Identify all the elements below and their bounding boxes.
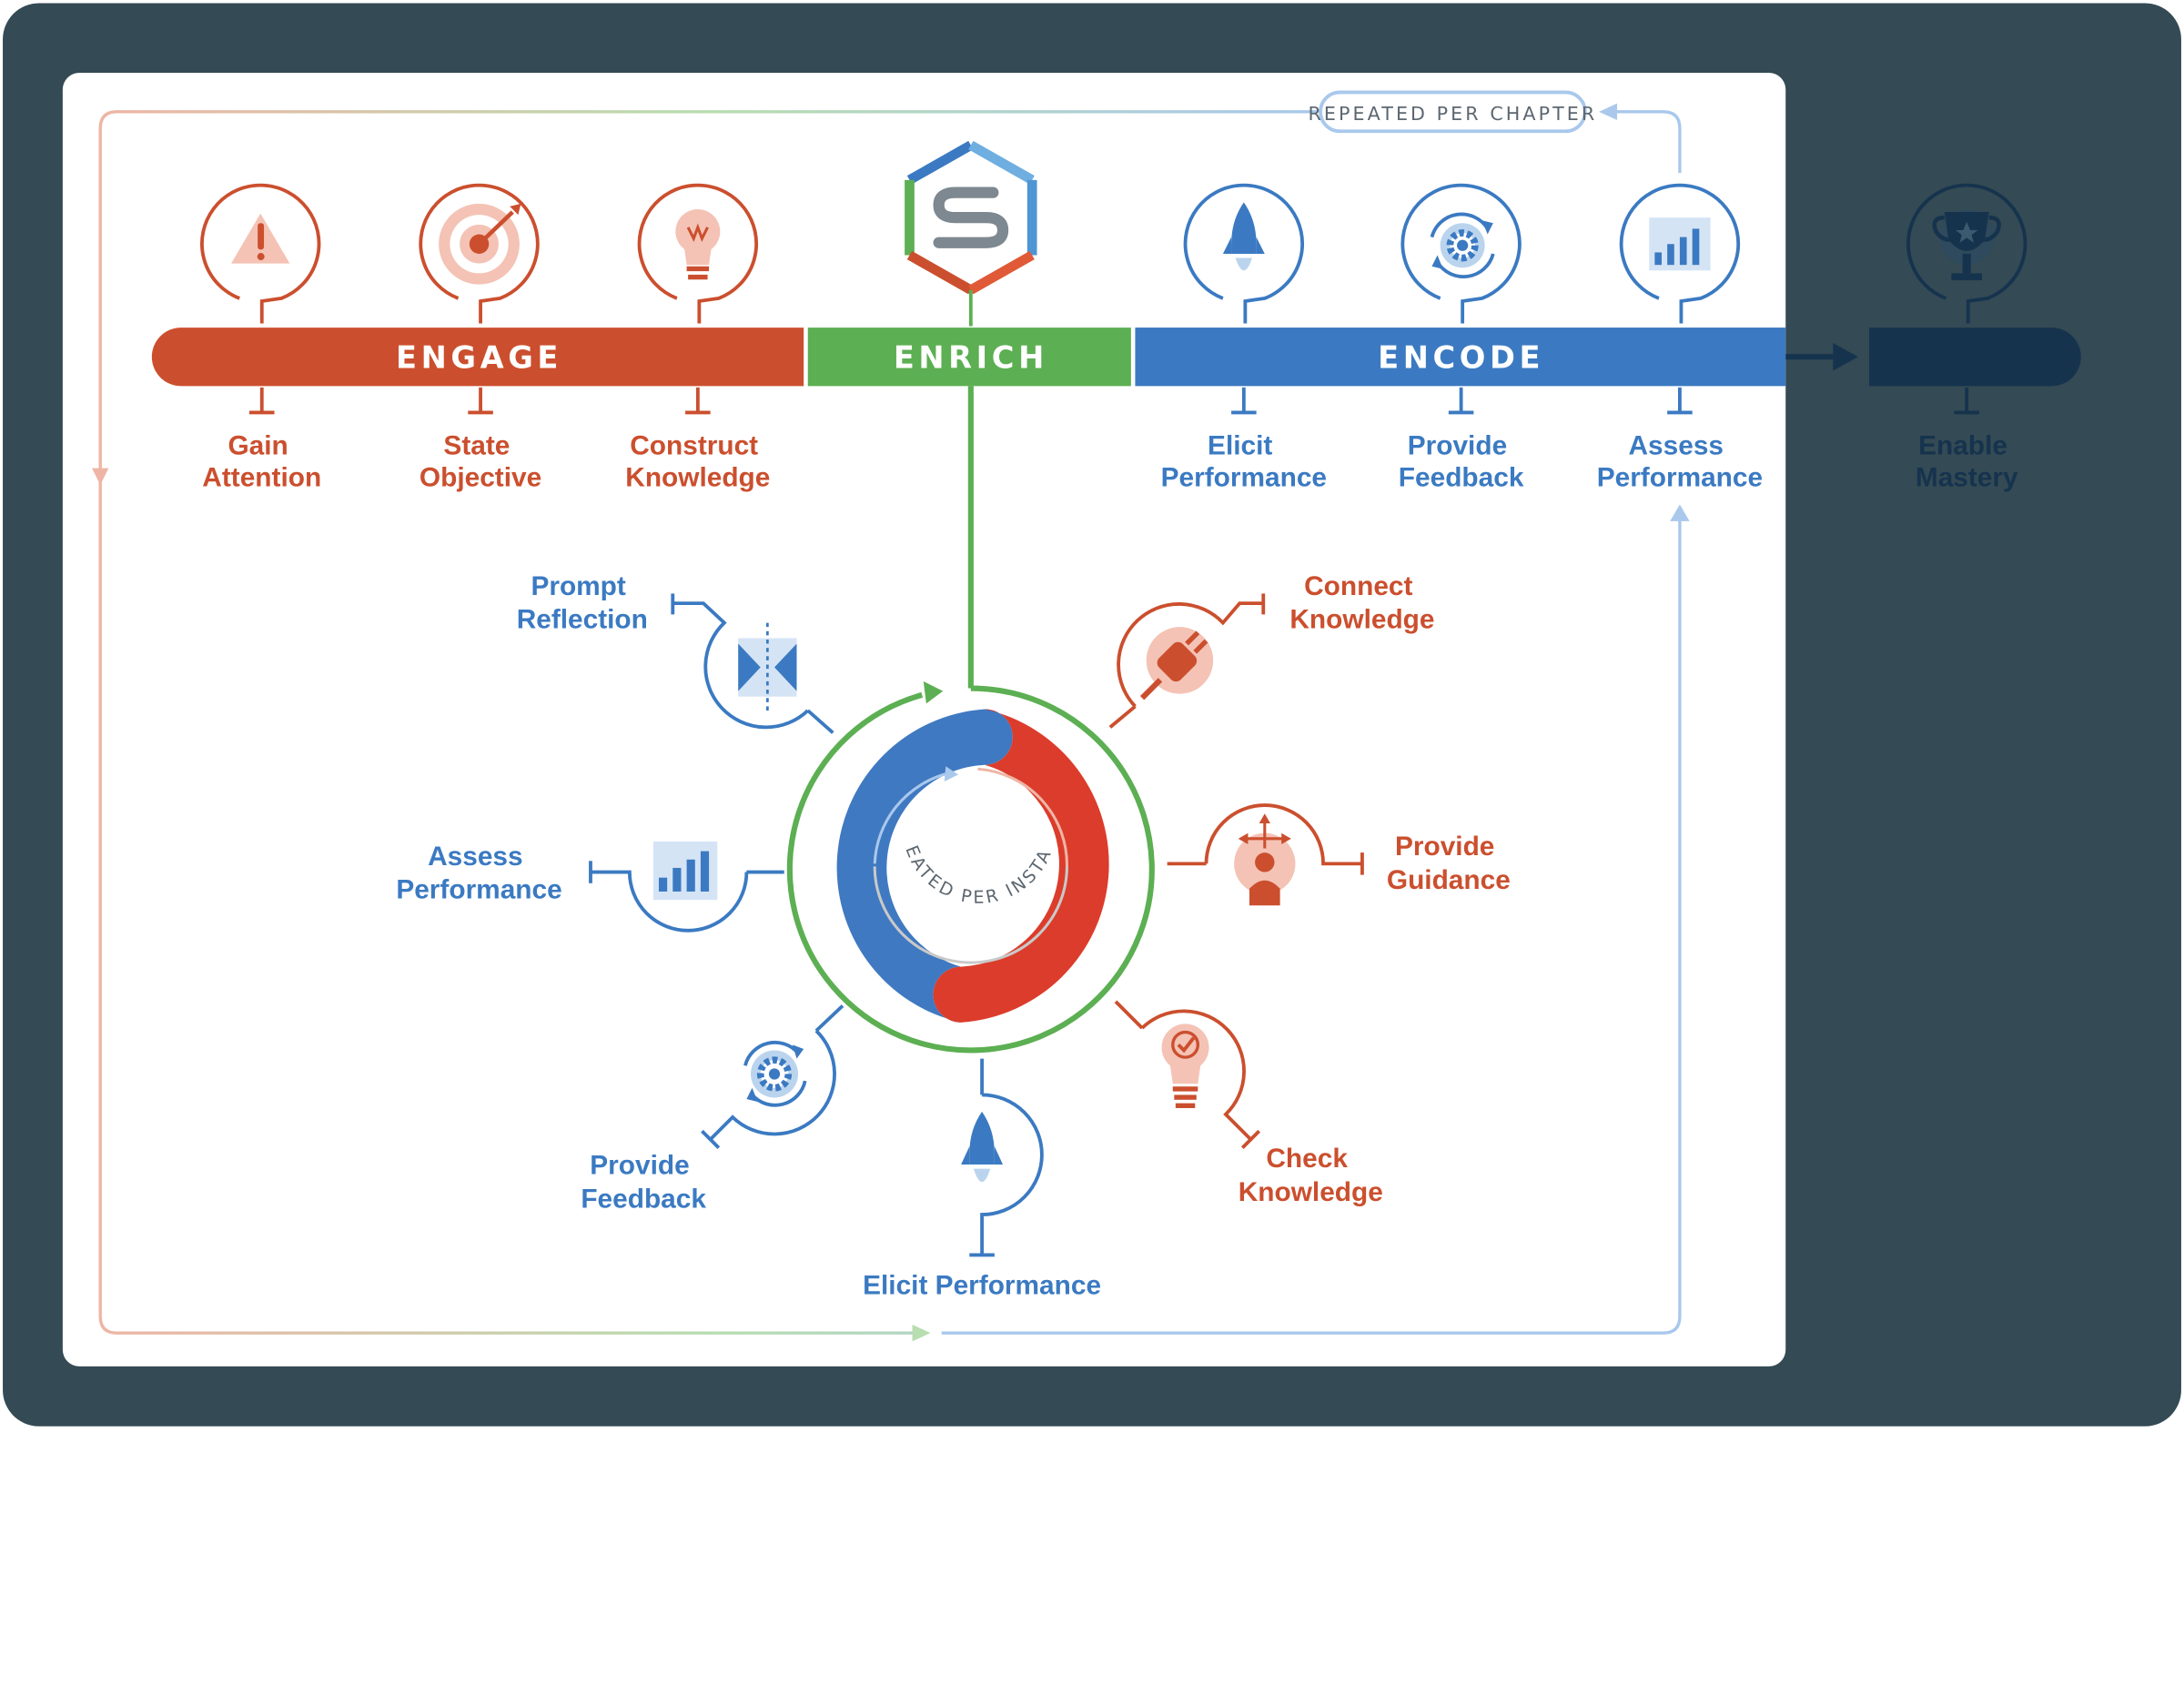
mastery-bar-group (1785, 328, 2081, 387)
elicit-performance-node: Elicit Performance (1161, 183, 1327, 493)
svg-text:Provide Feedback: Provide Feedback (581, 1151, 706, 1215)
svg-text:Construct Knowledge: Construct Knowledge (625, 430, 770, 492)
bar-chart-icon (1649, 217, 1711, 271)
trophy-icon (1932, 208, 2001, 281)
check-knowledge-line1: Check (1266, 1144, 1348, 1174)
enable-mastery-node: Enable Mastery (1906, 183, 2027, 493)
svg-text:Provide Guidance: Provide Guidance (1387, 832, 1511, 895)
enrich-bar (807, 328, 1131, 387)
rocket-icon (961, 1111, 1004, 1183)
svg-text:Prompt Reflection: Prompt Reflection (517, 571, 648, 635)
ring-blue-half (836, 709, 1013, 1023)
cycle-provide-feedback-node: Provide Feedback (581, 1004, 844, 1215)
assess-performance-line2: Performance (1597, 463, 1763, 493)
cycle-elicit-performance-node: Elicit Performance (863, 1058, 1101, 1300)
outer-loop (98, 110, 1682, 1335)
lightbulb-check-icon (1161, 1023, 1209, 1108)
gear-cycle-icon (1430, 212, 1495, 278)
state-objective-node: State Objective (419, 183, 541, 493)
encode-bar (1135, 328, 1786, 387)
elicit-performance-line1: Elicit (1208, 430, 1272, 460)
cycle-assess-performance-node: Assess Performance (396, 841, 784, 933)
state-objective-line1: State (443, 430, 510, 460)
svg-text:Assess Performance: Assess Performance (396, 842, 561, 905)
check-knowledge-node: Check Knowledge (1114, 1000, 1383, 1207)
state-objective-line2: Objective (420, 463, 541, 493)
construct-knowledge-line1: Construct (630, 430, 758, 460)
mirror-icon (738, 622, 797, 712)
enable-mastery-line2: Mastery (1916, 463, 2018, 493)
provide-guidance-line1: Provide (1395, 832, 1494, 862)
enable-mastery-line1: Enable (1918, 430, 2007, 460)
engage-label: ENGAGE (396, 339, 562, 375)
warning-icon (231, 213, 290, 264)
cycle-assess-performance-line1: Assess (428, 842, 523, 872)
elicit-performance-line2: Performance (1161, 463, 1327, 493)
provide-guidance-node: Provide Guidance (1167, 803, 1511, 906)
s-hexagon-logo (905, 140, 1037, 327)
person-arrows-icon (1234, 813, 1296, 906)
provide-guidance-line2: Guidance (1387, 865, 1511, 895)
cycle-elicit-performance-label: Elicit Performance (863, 1270, 1101, 1300)
svg-text:Connect Knowledge: Connect Knowledge (1289, 571, 1434, 635)
svg-text:Gain Attention: Gain Attention (202, 430, 321, 492)
construct-knowledge-line2: Knowledge (625, 463, 770, 493)
white-card (62, 72, 1786, 1366)
connect-knowledge-line2: Knowledge (1289, 605, 1434, 635)
gain-attention-line2: Attention (202, 463, 321, 493)
repeated-per-chapter-label: REPEATED PER CHAPTER (1309, 103, 1598, 125)
plug-icon (1139, 627, 1214, 701)
gain-attention-line1: Gain (228, 430, 288, 460)
provide-feedback-node: Provide Feedback (1399, 183, 1524, 493)
engage-bar (151, 328, 804, 387)
svg-text:Elicit Performance: Elicit Performance (1161, 430, 1327, 492)
prompt-reflection-line1: Prompt (531, 571, 625, 601)
assess-performance-line1: Assess (1629, 430, 1724, 460)
construct-knowledge-node: Construct Knowledge (625, 183, 770, 493)
ring-red-half (933, 709, 1109, 1023)
check-knowledge-line2: Knowledge (1239, 1177, 1383, 1207)
phase-bar: ENGAGE ENRICH ENCODE (151, 328, 1786, 387)
svg-text:Enable Mastery: Enable Mastery (1916, 430, 2018, 492)
svg-text:Provide Feedback: Provide Feedback (1399, 430, 1524, 492)
enrich-label: ENRICH (894, 339, 1048, 375)
lightbulb-icon (675, 208, 721, 280)
mastery-bar (1869, 328, 2081, 387)
connect-knowledge-line1: Connect (1304, 571, 1412, 601)
prompt-reflection-node: Prompt Reflection (517, 571, 834, 734)
svg-text:Assess Performance: Assess Performance (1597, 430, 1763, 492)
connect-knowledge-node: Connect Knowledge (1108, 571, 1434, 729)
repeated-per-chapter-pill: REPEATED PER CHAPTER (1309, 90, 1598, 134)
svg-text:State Objective: State Objective (420, 430, 541, 492)
gear-cycle-icon (743, 1040, 807, 1107)
bar-chart-icon (652, 841, 718, 901)
svg-text:Check Knowledge: Check Knowledge (1239, 1144, 1383, 1207)
loop-arrowheads (92, 103, 1690, 1342)
assess-performance-node: Assess Performance (1597, 183, 1763, 493)
provide-feedback-line2: Feedback (1399, 463, 1524, 493)
target-icon (439, 203, 521, 285)
gain-attention-node: Gain Attention (200, 183, 321, 493)
encode-label: ENCODE (1378, 339, 1544, 375)
provide-feedback-line1: Provide (1408, 430, 1507, 460)
prompt-reflection-line2: Reflection (517, 605, 648, 635)
cycle-assess-performance-line2: Performance (396, 875, 561, 905)
cycle-provide-feedback-line2: Feedback (581, 1184, 706, 1214)
cycle-provide-feedback-line1: Provide (590, 1151, 689, 1181)
